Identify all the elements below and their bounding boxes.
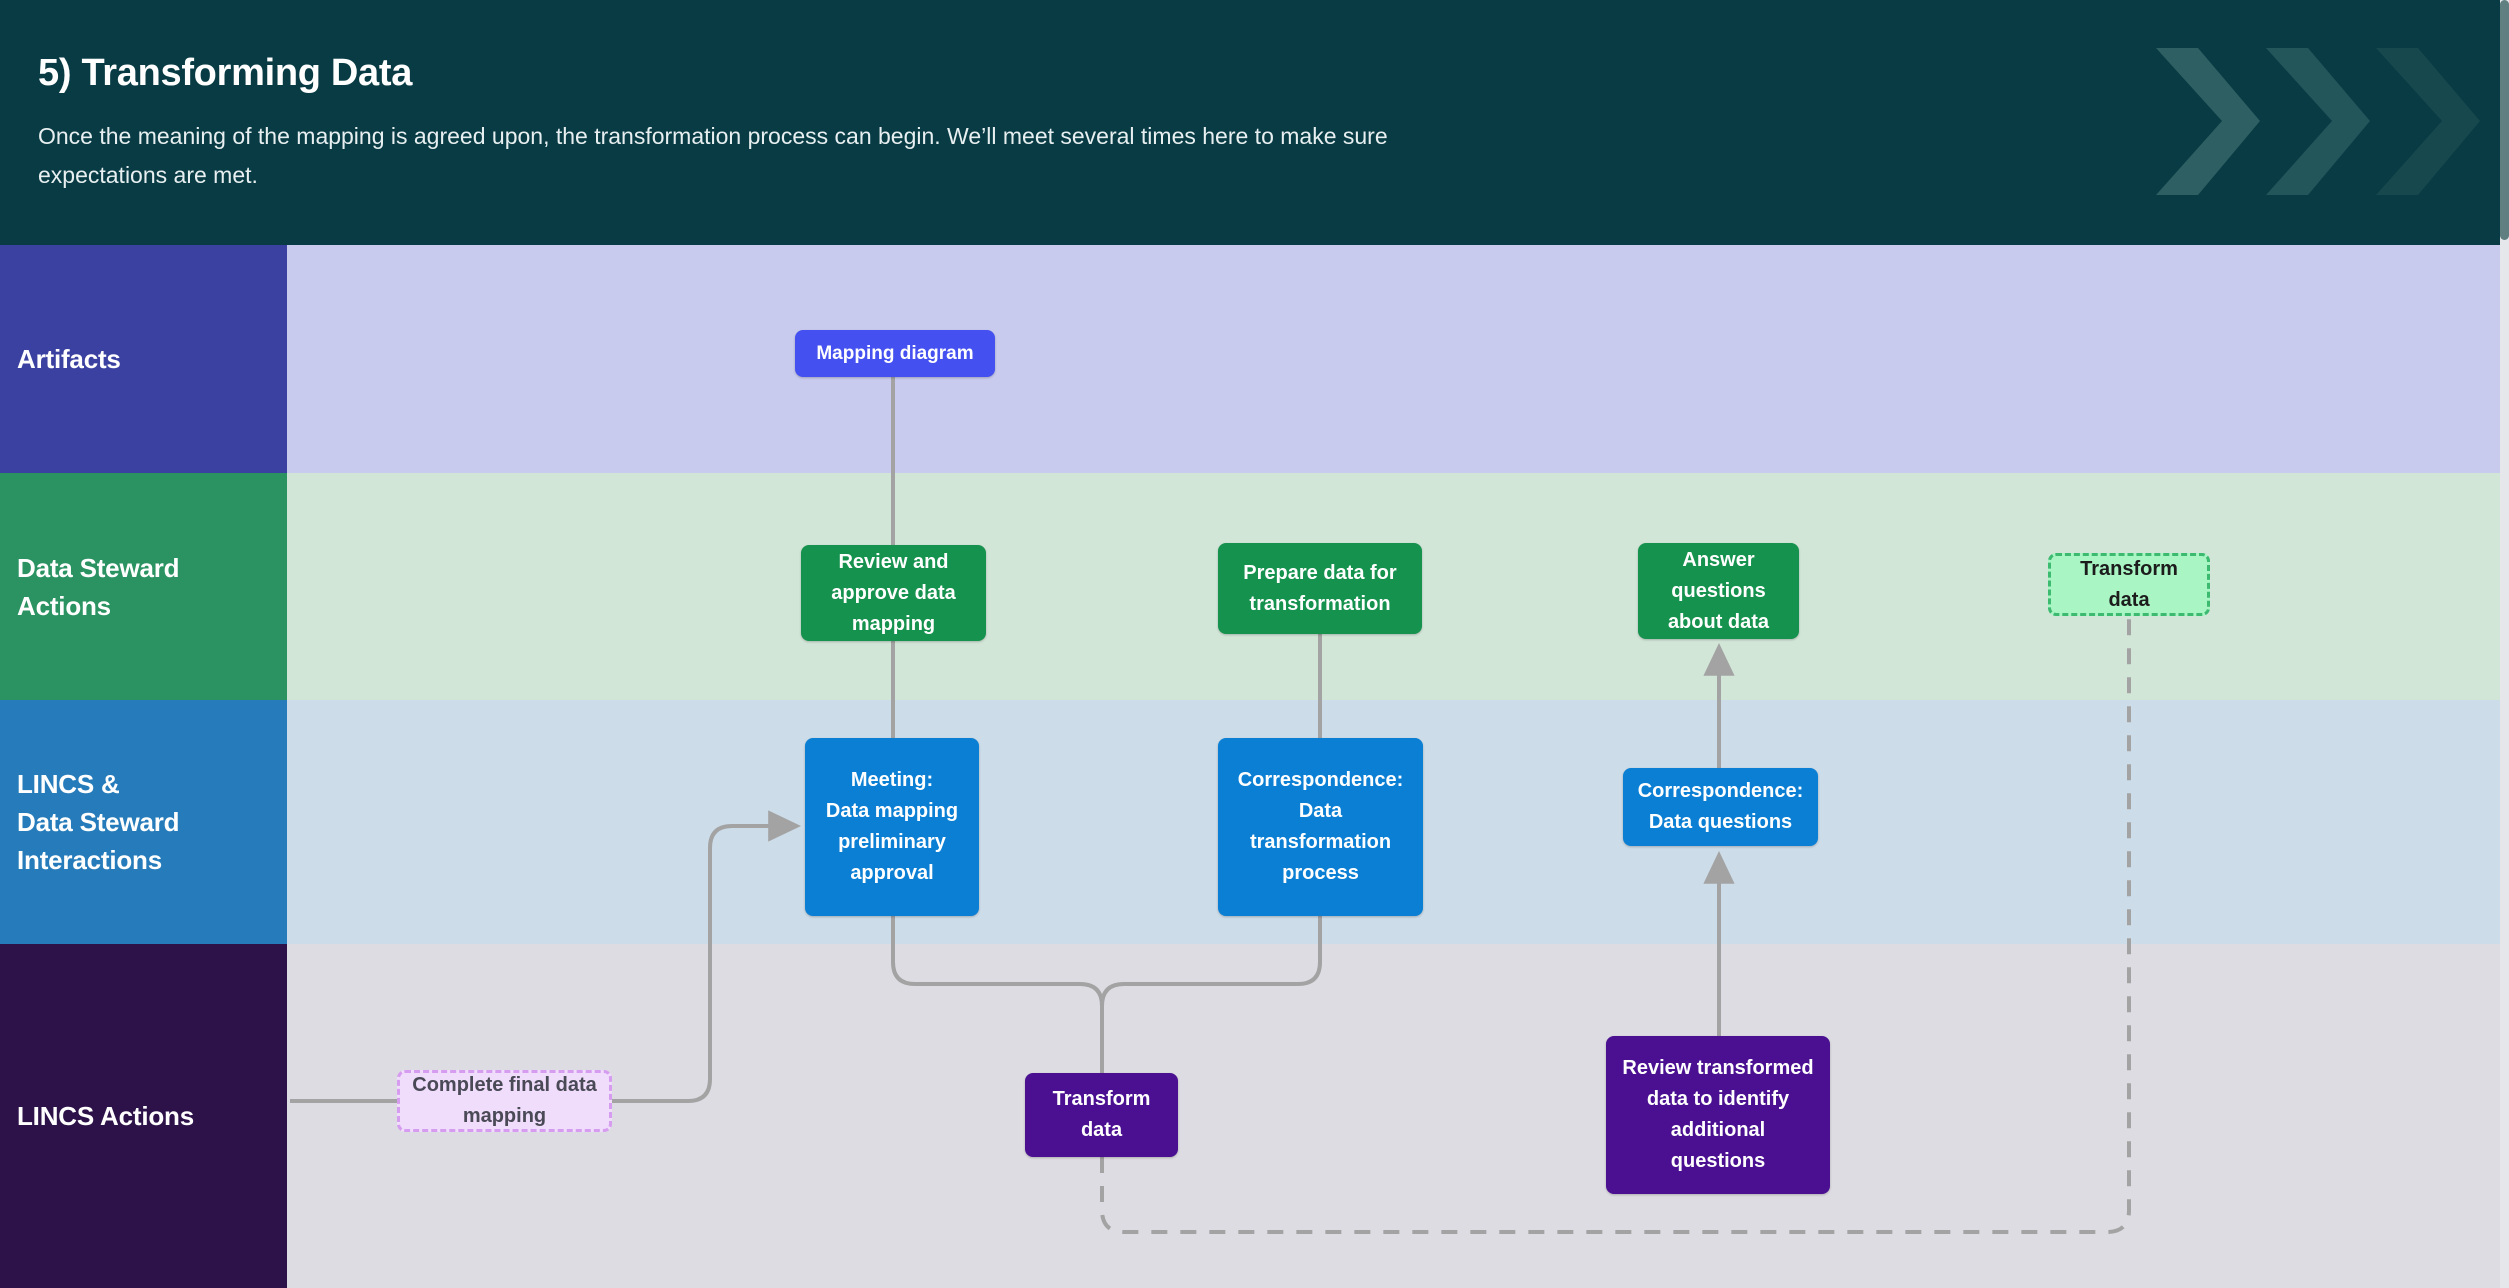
vertical-scrollbar-track[interactable] <box>2500 0 2509 1288</box>
swimlane-lincs-actions: LINCS Actions <box>0 944 2504 1288</box>
page-title: 5) Transforming Data <box>38 52 413 94</box>
node-correspondence-data-questions[interactable]: Correspondence:Data questions <box>1623 768 1818 846</box>
swimlane-lincs-actions-body <box>287 944 2504 1288</box>
swimlane-artifacts-header: Artifacts <box>0 245 287 473</box>
chevron-right-icon <box>2376 48 2480 195</box>
swimlane-artifacts-body <box>287 245 2504 473</box>
node-mapping-diagram[interactable]: Mapping diagram <box>795 330 995 377</box>
swimlane-lincs-actions-label: LINCS Actions <box>17 1101 195 1131</box>
node-correspondence-data-questions-label: Correspondence:Data questions <box>1637 780 1804 833</box>
node-mapping-diagram-label: Mapping diagram <box>816 342 974 364</box>
swimlane-artifacts: Artifacts <box>0 245 2504 473</box>
page-header: 5) Transforming Data Once the meaning of… <box>0 0 2504 245</box>
swimlane-lincs-actions-header: LINCS Actions <box>0 944 287 1288</box>
page-subtitle: Once the meaning of the mapping is agree… <box>38 123 1388 188</box>
vertical-scrollbar-thumb[interactable] <box>2500 0 2509 240</box>
chevron-right-icon <box>2156 48 2260 195</box>
chevron-right-icon <box>2266 48 2370 195</box>
chevron-decoration <box>2152 28 2482 213</box>
swimlane-artifacts-label: Artifacts <box>17 344 121 374</box>
